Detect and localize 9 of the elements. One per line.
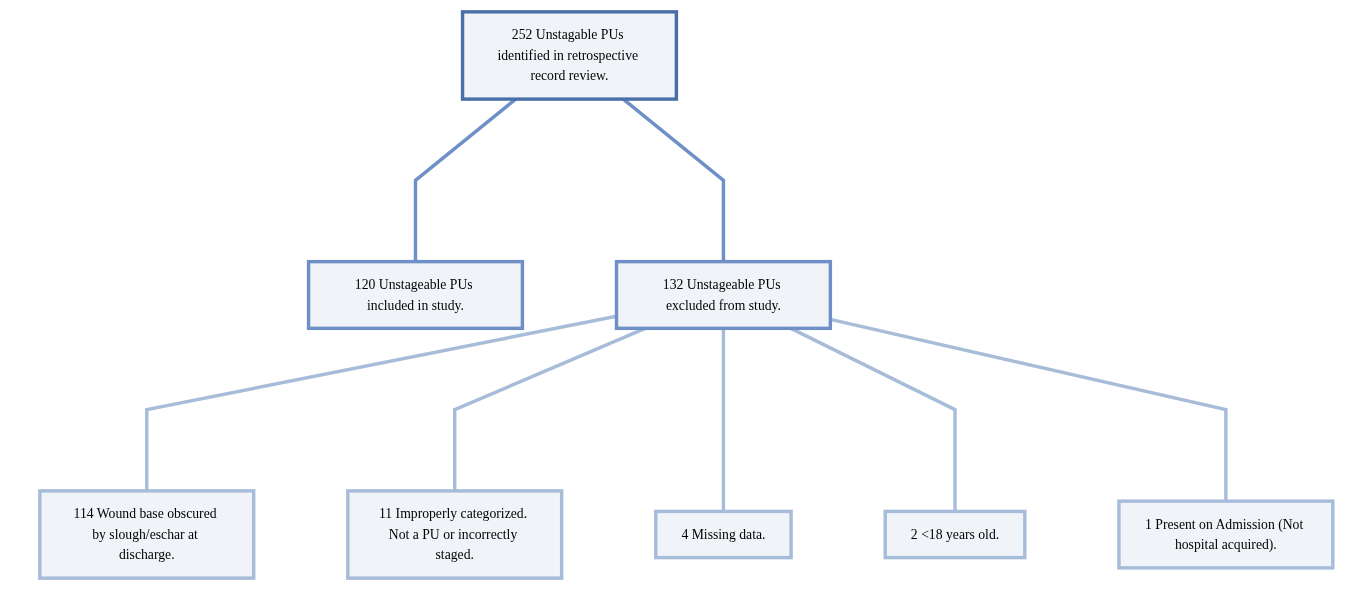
node-box: 114 Wound base obscured by slough/eschar at discharge. (37, 489, 256, 580)
connector (721, 328, 725, 512)
node-box: 4 Missing data. (653, 509, 793, 560)
node-box: 120 Unstageable PUs included in study. (306, 259, 524, 331)
node-box: 1 Present on Admission (Not hospital acquired). (1116, 499, 1335, 570)
node-box: 252 Unstagable PUs identified in retrospective record review. (460, 10, 678, 101)
node-box: 11 Improperly categorized. Not a PU or incorrectly staged. (345, 489, 564, 580)
node-box: 132 Unstageable PUs excluded from study. (614, 259, 832, 331)
node-box: 2 <18 years old. (883, 509, 1027, 560)
